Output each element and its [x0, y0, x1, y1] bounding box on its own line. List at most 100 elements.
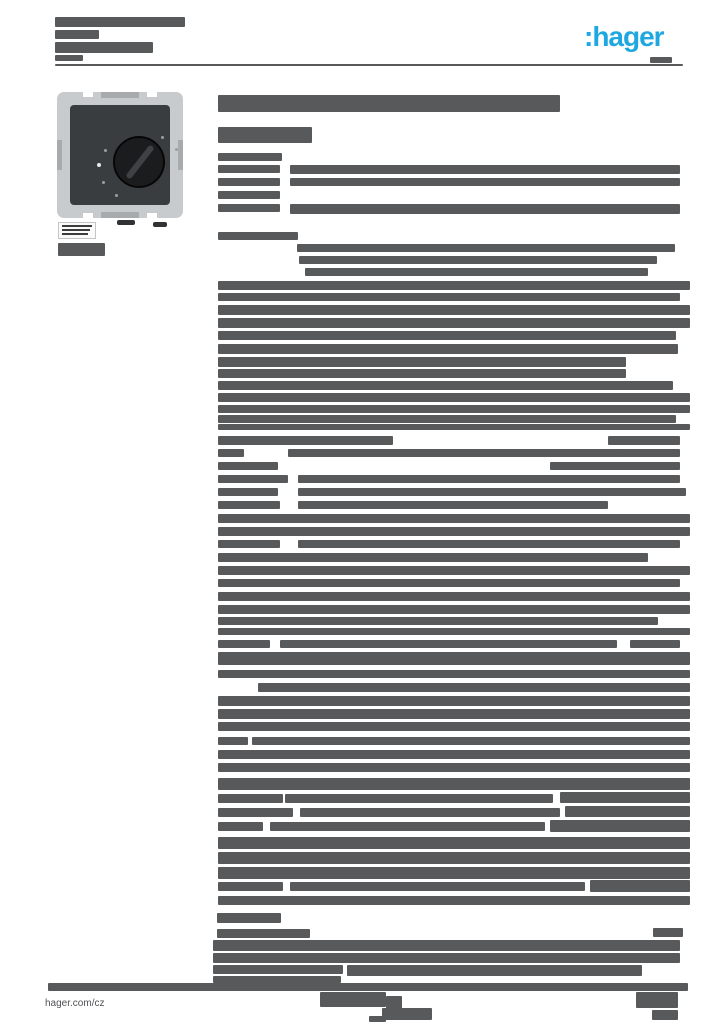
redacted-text-bar — [299, 256, 657, 264]
redacted-text-bar — [218, 232, 298, 240]
redacted-text-bar — [218, 652, 690, 665]
redacted-text-bar — [213, 965, 343, 974]
redacted-text-bar — [270, 822, 545, 831]
redacted-text-bar — [288, 449, 625, 457]
redacted-text-bar — [218, 305, 690, 315]
redacted-text-bar — [290, 882, 585, 891]
redacted-text-bar — [218, 628, 690, 635]
redacted-text-bar — [218, 165, 280, 173]
redacted-text-bar — [218, 709, 690, 719]
redacted-text-bar — [218, 415, 676, 423]
redacted-text-bar — [560, 792, 690, 803]
redacted-text-bar — [218, 449, 244, 457]
scale-dot — [102, 181, 105, 184]
redacted-text-bar — [280, 640, 617, 648]
redacted-text-bar — [218, 344, 678, 354]
frame-notch — [147, 213, 157, 218]
hager-logo: :hager — [584, 21, 665, 52]
footer-website-box: hager.com/cz — [40, 991, 170, 1024]
redacted-text-bar — [298, 475, 680, 483]
redacted-text-bar — [218, 331, 676, 340]
redacted-text-bar — [218, 592, 690, 601]
product-label-sticker — [58, 222, 96, 239]
redacted-text-bar — [650, 57, 672, 63]
redacted-text-bar — [55, 17, 185, 27]
redacted-text-bar — [636, 992, 678, 1008]
redacted-text-bar — [218, 553, 648, 562]
redacted-text-bar — [218, 763, 690, 772]
redacted-text-bar — [305, 268, 648, 276]
redacted-text-bar — [218, 424, 690, 430]
redacted-text-bar — [382, 1008, 432, 1020]
redacted-text-bar — [218, 896, 690, 905]
redacted-text-bar — [218, 281, 690, 290]
redacted-text-bar — [218, 579, 280, 587]
redacted-text-bar — [218, 436, 393, 445]
redacted-text-bar — [55, 64, 683, 66]
redacted-text-bar — [218, 750, 690, 759]
redacted-text-bar — [217, 929, 310, 938]
redacted-text-bar — [218, 357, 626, 367]
scale-dot — [115, 194, 118, 197]
mount-tab-bottom — [101, 212, 139, 218]
redacted-text-bar — [298, 488, 686, 496]
redacted-text-bar — [218, 794, 283, 803]
redacted-text-bar — [218, 178, 280, 186]
redacted-text-bar — [285, 794, 553, 803]
redacted-text-bar — [298, 540, 680, 548]
sticker-text-line — [62, 229, 90, 231]
footer-website-link[interactable]: hager.com/cz — [45, 998, 105, 1009]
redacted-text-bar — [653, 928, 683, 937]
redacted-text-bar — [213, 953, 680, 963]
redacted-text-bar — [218, 318, 690, 328]
redacted-text-bar — [218, 566, 690, 575]
redacted-text-bar — [58, 243, 105, 256]
redacted-text-bar — [290, 178, 680, 186]
mount-claw-left — [57, 140, 62, 170]
redacted-text-bar — [290, 165, 680, 174]
redacted-text-bar — [290, 204, 680, 214]
redacted-text-bar — [218, 527, 690, 536]
redacted-text-bar — [218, 696, 690, 706]
mount-tab-top — [101, 92, 139, 98]
redacted-text-bar — [218, 501, 280, 509]
redacted-text-bar — [218, 381, 673, 390]
sticker-text-line — [62, 225, 92, 227]
scale-dot — [104, 149, 107, 152]
redacted-text-bar — [550, 820, 690, 832]
redacted-text-bar — [218, 540, 280, 548]
redacted-text-bar — [218, 475, 288, 483]
redacted-text-bar — [48, 983, 688, 991]
dial-indicator-line — [125, 144, 155, 180]
product-photo — [57, 92, 183, 227]
redacted-text-bar — [218, 640, 270, 648]
sticker-text-line — [62, 233, 88, 235]
scale-dot — [175, 148, 178, 151]
redacted-text-bar — [218, 393, 690, 402]
redacted-text-bar — [218, 737, 248, 745]
scale-dot — [161, 136, 164, 139]
redacted-text-bar — [590, 880, 690, 892]
redacted-text-bar — [320, 992, 386, 1007]
redacted-text-bar — [218, 293, 680, 301]
redacted-text-bar — [565, 806, 690, 817]
redacted-text-bar — [218, 191, 280, 199]
redacted-text-bar — [218, 867, 690, 879]
redacted-text-bar — [218, 462, 278, 470]
redacted-text-bar — [369, 1016, 386, 1022]
redacted-text-bar — [218, 852, 690, 864]
frame-notch — [83, 92, 93, 97]
redacted-text-bar — [252, 737, 690, 745]
redacted-text-bar — [218, 95, 560, 112]
redacted-text-bar — [347, 965, 642, 976]
redacted-text-bar — [218, 670, 268, 678]
mount-claw-right — [178, 140, 183, 170]
redacted-text-bar — [218, 127, 312, 143]
redacted-text-bar — [218, 837, 690, 849]
redacted-text-bar — [217, 913, 281, 923]
redacted-text-bar — [213, 940, 680, 951]
redacted-text-bar — [300, 808, 560, 817]
redacted-text-bar — [386, 996, 402, 1009]
redacted-text-bar — [218, 808, 293, 817]
